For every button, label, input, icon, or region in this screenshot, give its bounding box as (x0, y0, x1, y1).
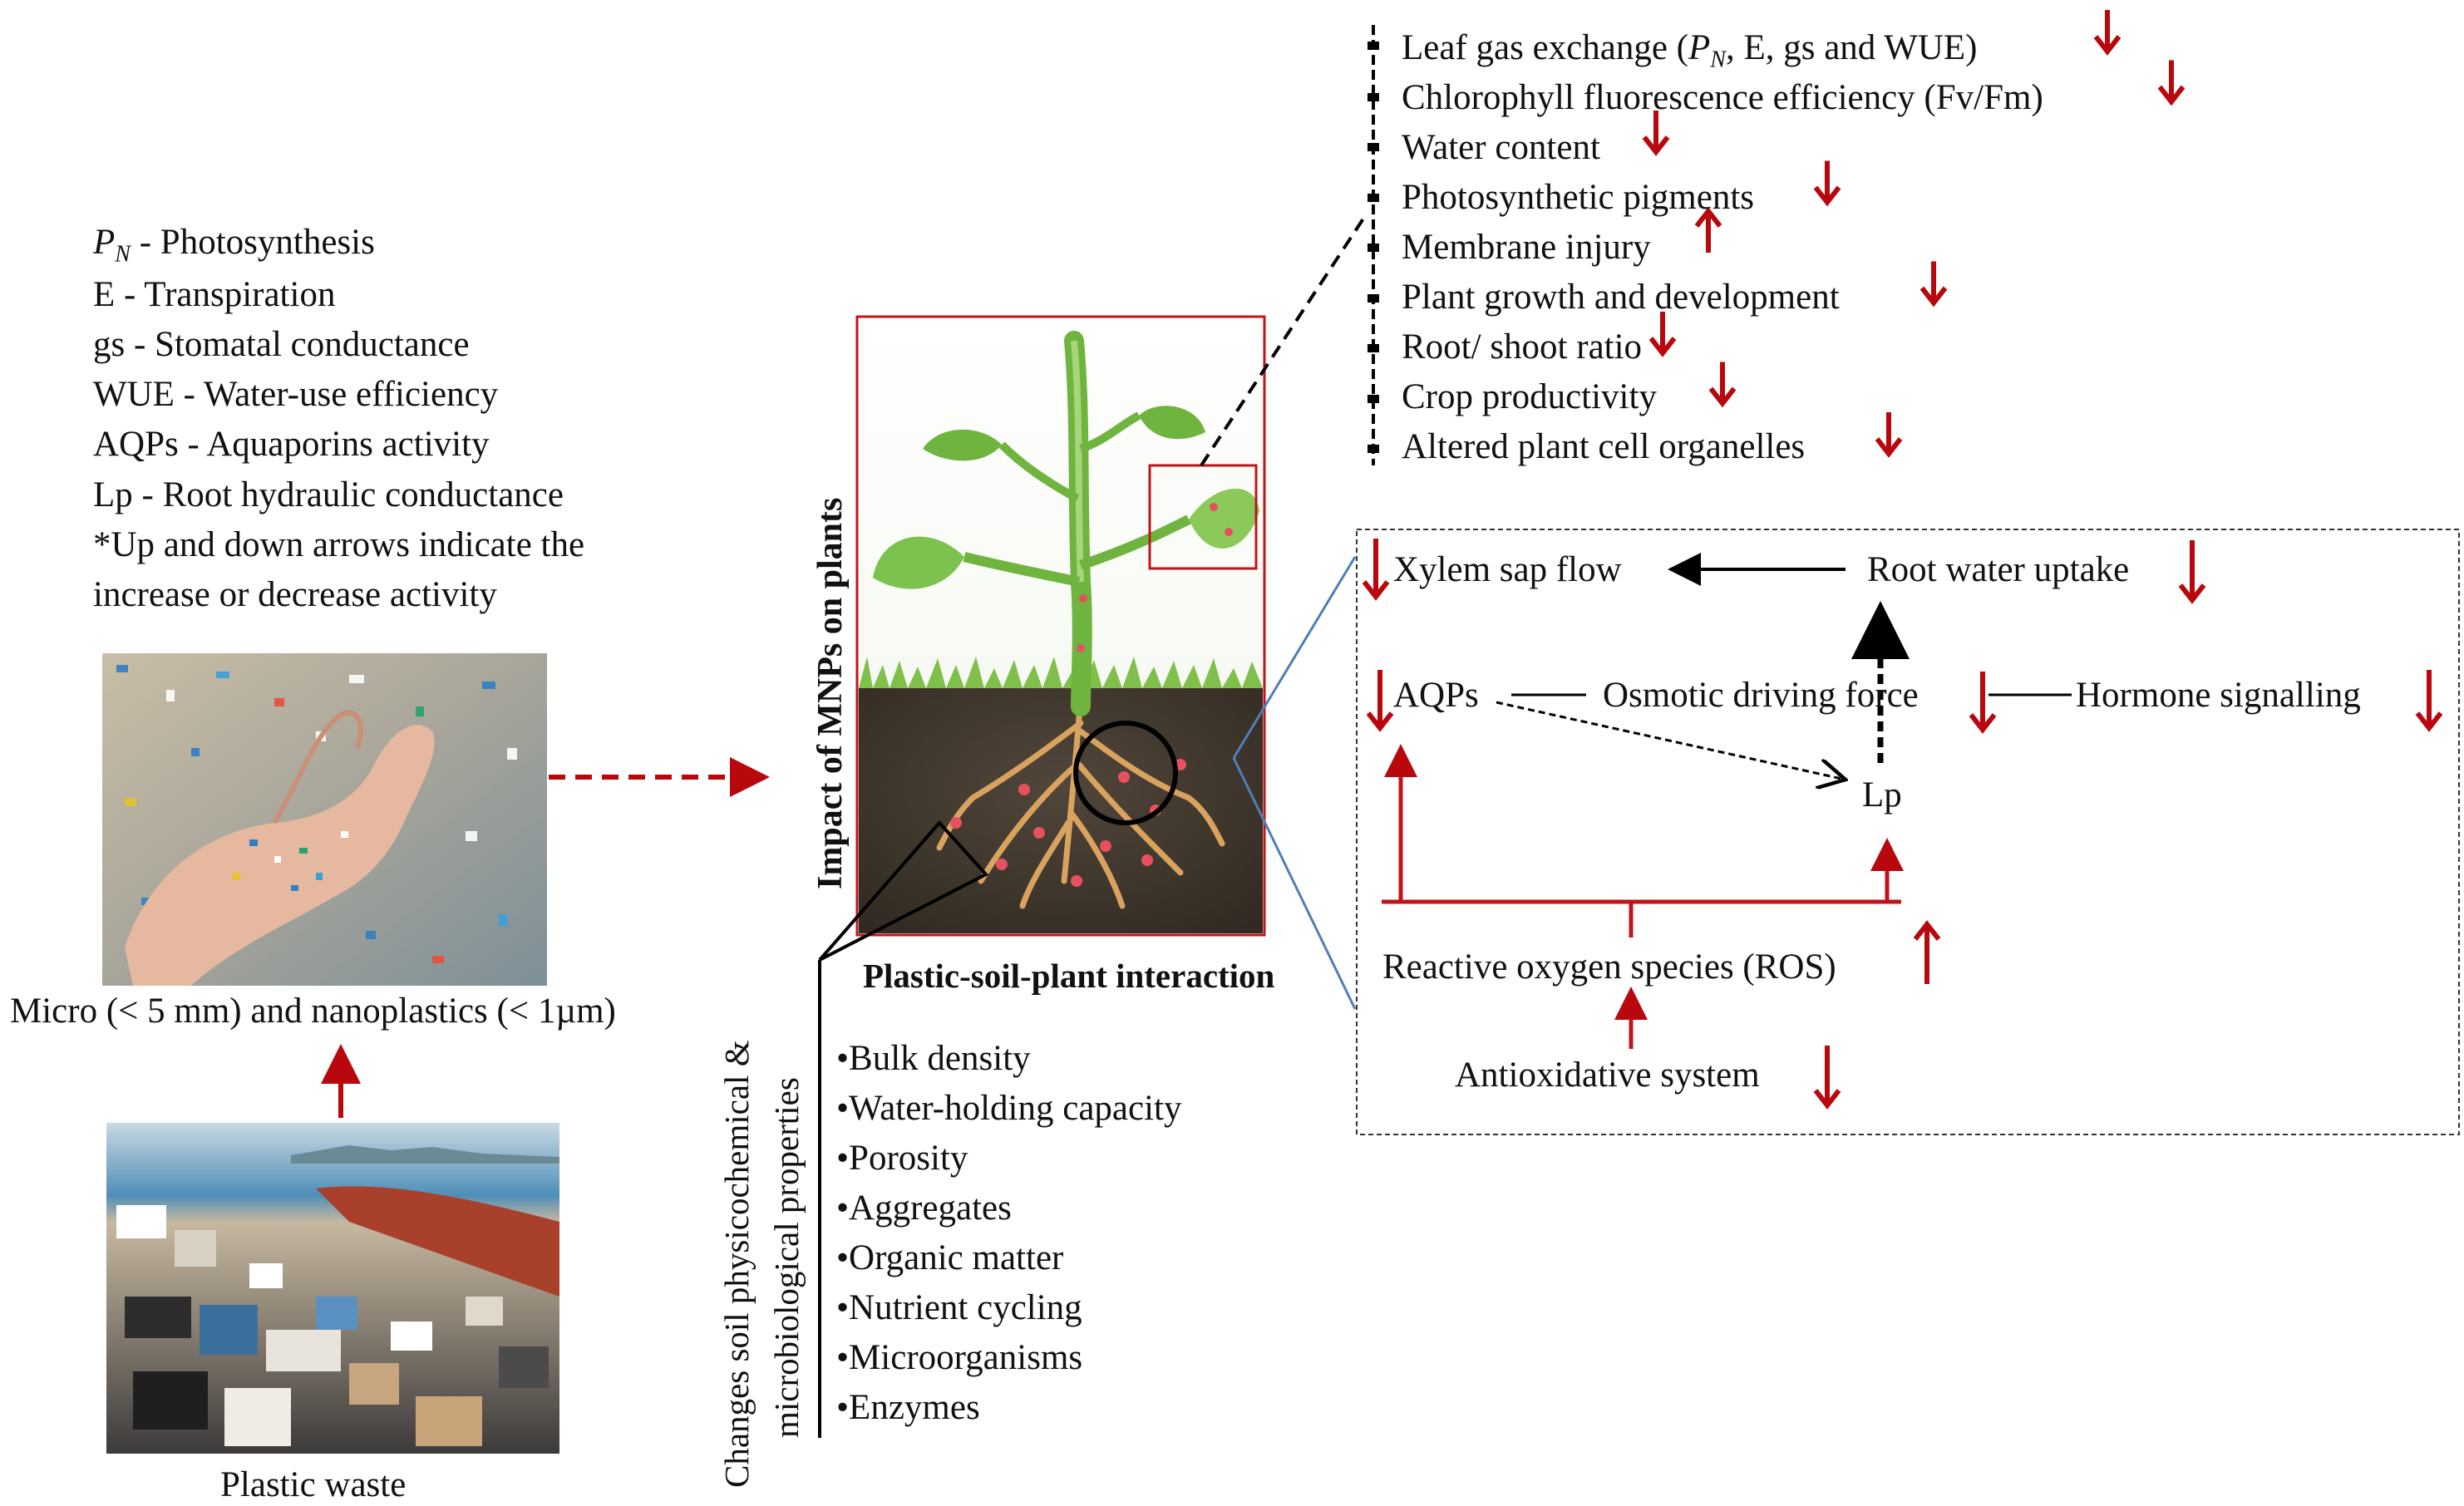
effect-label-suffix: , E, gs and WUE) (1725, 28, 1978, 67)
effect-item: Chlorophyll fluorescence efficiency (Fv/… (1402, 78, 2043, 117)
effect-item: Water content (1402, 128, 1600, 167)
impact-title: Impact of MNPs on plants (811, 497, 850, 889)
pn-text: - Photosynthesis (130, 223, 375, 262)
effect-item: Photosynthetic pigments (1402, 178, 1755, 217)
list-item: •Water-holding capacity (836, 1089, 1182, 1128)
legend-line: Lp - Root hydraulic conductance (93, 475, 564, 514)
pn-subscript: N (1710, 47, 1726, 73)
soil-connector (818, 819, 989, 1438)
interaction-caption: Plastic-soil-plant interaction (863, 957, 1275, 995)
leaf-to-effects-line (1200, 214, 1367, 467)
down-arrow-icon (2093, 10, 2122, 56)
down-arrow-icon (1362, 539, 1390, 601)
blue-connector-top (1232, 556, 1357, 759)
list-item: •Organic matter (836, 1238, 1064, 1277)
legend-line: AQPs - Aquaporins activity (93, 425, 490, 464)
down-arrow-icon (1919, 261, 1948, 308)
list-item: •Enzymes (836, 1388, 980, 1427)
effect-leaf-gas-exchange: Leaf gas exchange (PN, E, gs and WUE) (1402, 30, 1978, 72)
soil-changes-title-line2: microbiological properties (767, 1077, 806, 1438)
mechanism-box (1356, 529, 2460, 1135)
pn-symbol: P (93, 223, 116, 262)
effect-item: Altered plant cell organelles (1402, 427, 1806, 466)
microplastics-caption: Micro (< 5 mm) and nanoplastics (< 1µm) (10, 992, 616, 1031)
microplastics-photo (102, 653, 547, 986)
xylem-sap-flow: Xylem sap flow (1393, 550, 1622, 589)
legend-line: gs - Stomatal conductance (93, 325, 470, 364)
lp: Lp (1862, 775, 1902, 815)
pn-subscript: N (115, 241, 131, 268)
down-arrow-icon (1813, 1046, 1841, 1110)
legend-line: increase or decrease activity (93, 575, 497, 614)
down-arrow-icon (1642, 111, 1670, 156)
list-item: •Microorganisms (836, 1338, 1083, 1377)
plastic-waste-photo (106, 1123, 559, 1454)
effect-item: Plant growth and development (1402, 278, 1840, 317)
down-arrow-icon (2415, 670, 2443, 732)
plant-illustration (855, 315, 1266, 937)
reactive-oxygen-species: Reactive oxygen species (ROS) (1382, 947, 1836, 987)
plastic-waste-caption: Plastic waste (220, 1465, 407, 1504)
trend-arrows (1362, 10, 2443, 1110)
effect-item: Membrane injury (1402, 228, 1651, 267)
up-arrow-icon (1694, 207, 1722, 253)
effect-label-prefix: Leaf gas exchange ( (1402, 28, 1688, 67)
osmotic-driving-force: Osmotic driving force (1603, 676, 1919, 715)
blue-connector-bottom (1232, 757, 1357, 1010)
list-item: •Aggregates (836, 1189, 1012, 1228)
hormone-signalling: Hormone signalling (2076, 676, 2361, 715)
down-arrow-icon (1708, 362, 1737, 408)
legend-line: *Up and down arrows indicate the (93, 525, 585, 564)
root-water-uptake: Root water uptake (1867, 550, 2130, 589)
list-item: •Bulk density (836, 1039, 1031, 1078)
aqps: AQPs (1393, 676, 1479, 715)
down-arrow-icon (2157, 60, 2186, 106)
effect-item: Root/ shoot ratio (1402, 327, 1643, 367)
down-arrow-icon (2178, 540, 2206, 604)
soil-changes-title-line1: Changes soil physicochemical & (717, 1040, 756, 1488)
down-arrow-icon (1648, 312, 1677, 357)
mechanism-connectors (1382, 553, 2072, 1049)
effect-item: Crop productivity (1402, 377, 1657, 416)
legend-line: WUE - Water-use efficiency (93, 375, 499, 414)
effects-axis (1368, 25, 1379, 465)
down-arrow-icon (1875, 412, 1903, 458)
legend-line: E - Transpiration (93, 275, 336, 314)
antioxidative-system: Antioxidative system (1455, 1056, 1760, 1095)
list-item: •Nutrient cycling (836, 1288, 1082, 1327)
list-item: •Porosity (836, 1139, 968, 1178)
down-arrow-icon (1813, 160, 1841, 207)
up-arrow-icon (1913, 920, 1941, 984)
down-arrow-icon (1969, 672, 1997, 734)
legend-line-pn: PN - Photosynthesis (93, 224, 375, 267)
pn-symbol: P (1688, 28, 1711, 67)
down-arrow-icon (1366, 670, 1394, 732)
